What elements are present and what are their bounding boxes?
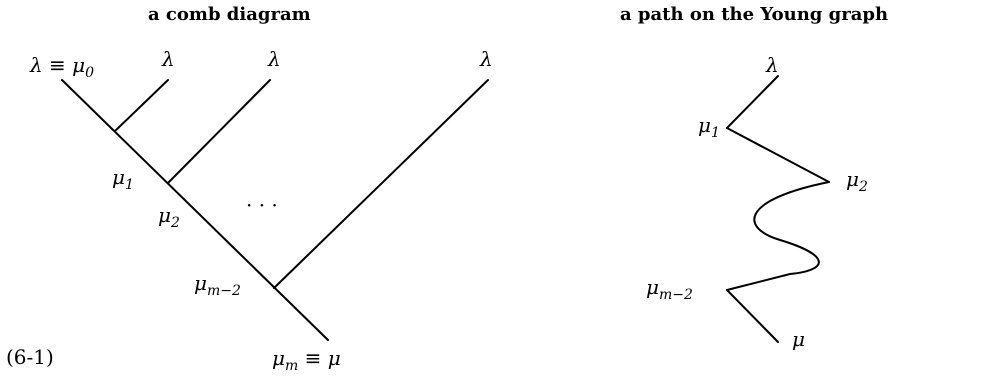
path-mu1-label: μ1 [698, 113, 720, 141]
path-mu2-label: μ2 [846, 167, 868, 195]
comb-bottom-label: μm ≡ μ [272, 346, 341, 374]
comb-branch-3 [273, 79, 489, 289]
path-wavy-segment [726, 181, 830, 291]
comb-diagram [61, 79, 489, 341]
comb-leaf-label-3: λ [479, 47, 493, 71]
path-segment-top [726, 75, 779, 129]
comb-branch-1 [114, 79, 169, 132]
comb-title: a comb diagram [148, 4, 311, 25]
path-segment-mu1-mu2 [726, 127, 830, 183]
comb-top-left-label: λ ≡ μ0 [29, 53, 94, 81]
comb-spine [61, 79, 329, 341]
equation-number: (6-1) [6, 345, 54, 369]
comb-mu1-label: μ1 [112, 165, 134, 193]
path-top-label: λ [765, 53, 779, 77]
path-bottom-label: μ [792, 327, 805, 351]
young-path [726, 75, 830, 343]
comb-mu2-label: μ2 [158, 203, 180, 231]
comb-leaf-label-1: λ [161, 47, 175, 71]
comb-ellipsis: · · · [246, 193, 278, 217]
path-title: a path on the Young graph [620, 4, 888, 25]
path-mu-m2-label: μm−2 [646, 275, 693, 303]
comb-branch-2 [167, 79, 271, 184]
comb-mu-m2-label: μm−2 [194, 271, 241, 299]
comb-leaf-label-2: λ [267, 47, 281, 71]
path-segment-bottom [726, 289, 779, 343]
